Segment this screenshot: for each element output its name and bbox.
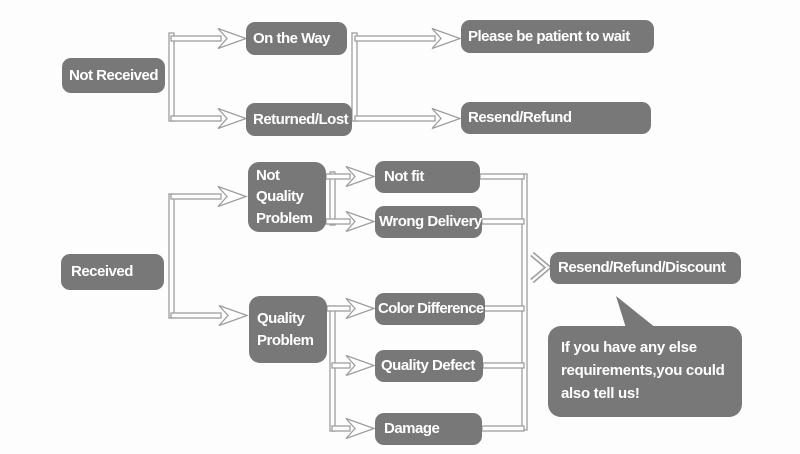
node-on-the-way: On the Way	[246, 22, 347, 55]
node-not-quality-problem: Not Quality Problem	[248, 162, 326, 232]
node-label: Not Received	[69, 66, 159, 84]
node-returned-lost: Returned/Lost	[246, 103, 352, 136]
node-color-difference: Color Difference	[375, 293, 485, 325]
chevron-right-icon	[530, 251, 553, 284]
node-label: Wrong Delivery	[379, 213, 482, 231]
node-wrong-delivery: Wrong Delivery	[375, 206, 482, 238]
node-label: Quality Defect	[381, 357, 475, 375]
note-line: also tell us!	[561, 385, 640, 402]
node-damage: Damage	[375, 413, 482, 445]
node-not-received: Not Received	[62, 58, 165, 93]
node-label: Damage	[384, 420, 440, 438]
node-label: Not fit	[384, 168, 424, 186]
note-bubble: If you have any else requirements,you co…	[548, 326, 742, 417]
node-label: Please be patient to wait	[468, 27, 630, 45]
note-line: requirements,you could	[561, 362, 725, 379]
node-received: Received	[61, 254, 164, 290]
node-label: Resend/Refund	[468, 109, 572, 127]
node-label: Resend/Refund/Discount	[558, 259, 726, 277]
node-label: Returned/Lost	[253, 110, 349, 128]
node-not-fit: Not fit	[375, 161, 480, 193]
node-label: Quality Problem	[257, 310, 314, 349]
node-label: Color Difference	[378, 300, 484, 318]
node-please-be-patient: Please be patient to wait	[461, 20, 654, 53]
node-quality-problem: Quality Problem	[249, 296, 327, 363]
node-quality-defect: Quality Defect	[375, 350, 483, 382]
node-label: On the Way	[253, 29, 330, 47]
node-label: Received	[71, 263, 133, 281]
node-resend-refund-discount: Resend/Refund/Discount	[550, 252, 741, 284]
bubble-tail	[616, 296, 656, 328]
node-resend-refund: Resend/Refund	[461, 102, 651, 134]
note-line: If you have any else	[561, 339, 697, 356]
node-label: Not Quality Problem	[256, 167, 313, 227]
